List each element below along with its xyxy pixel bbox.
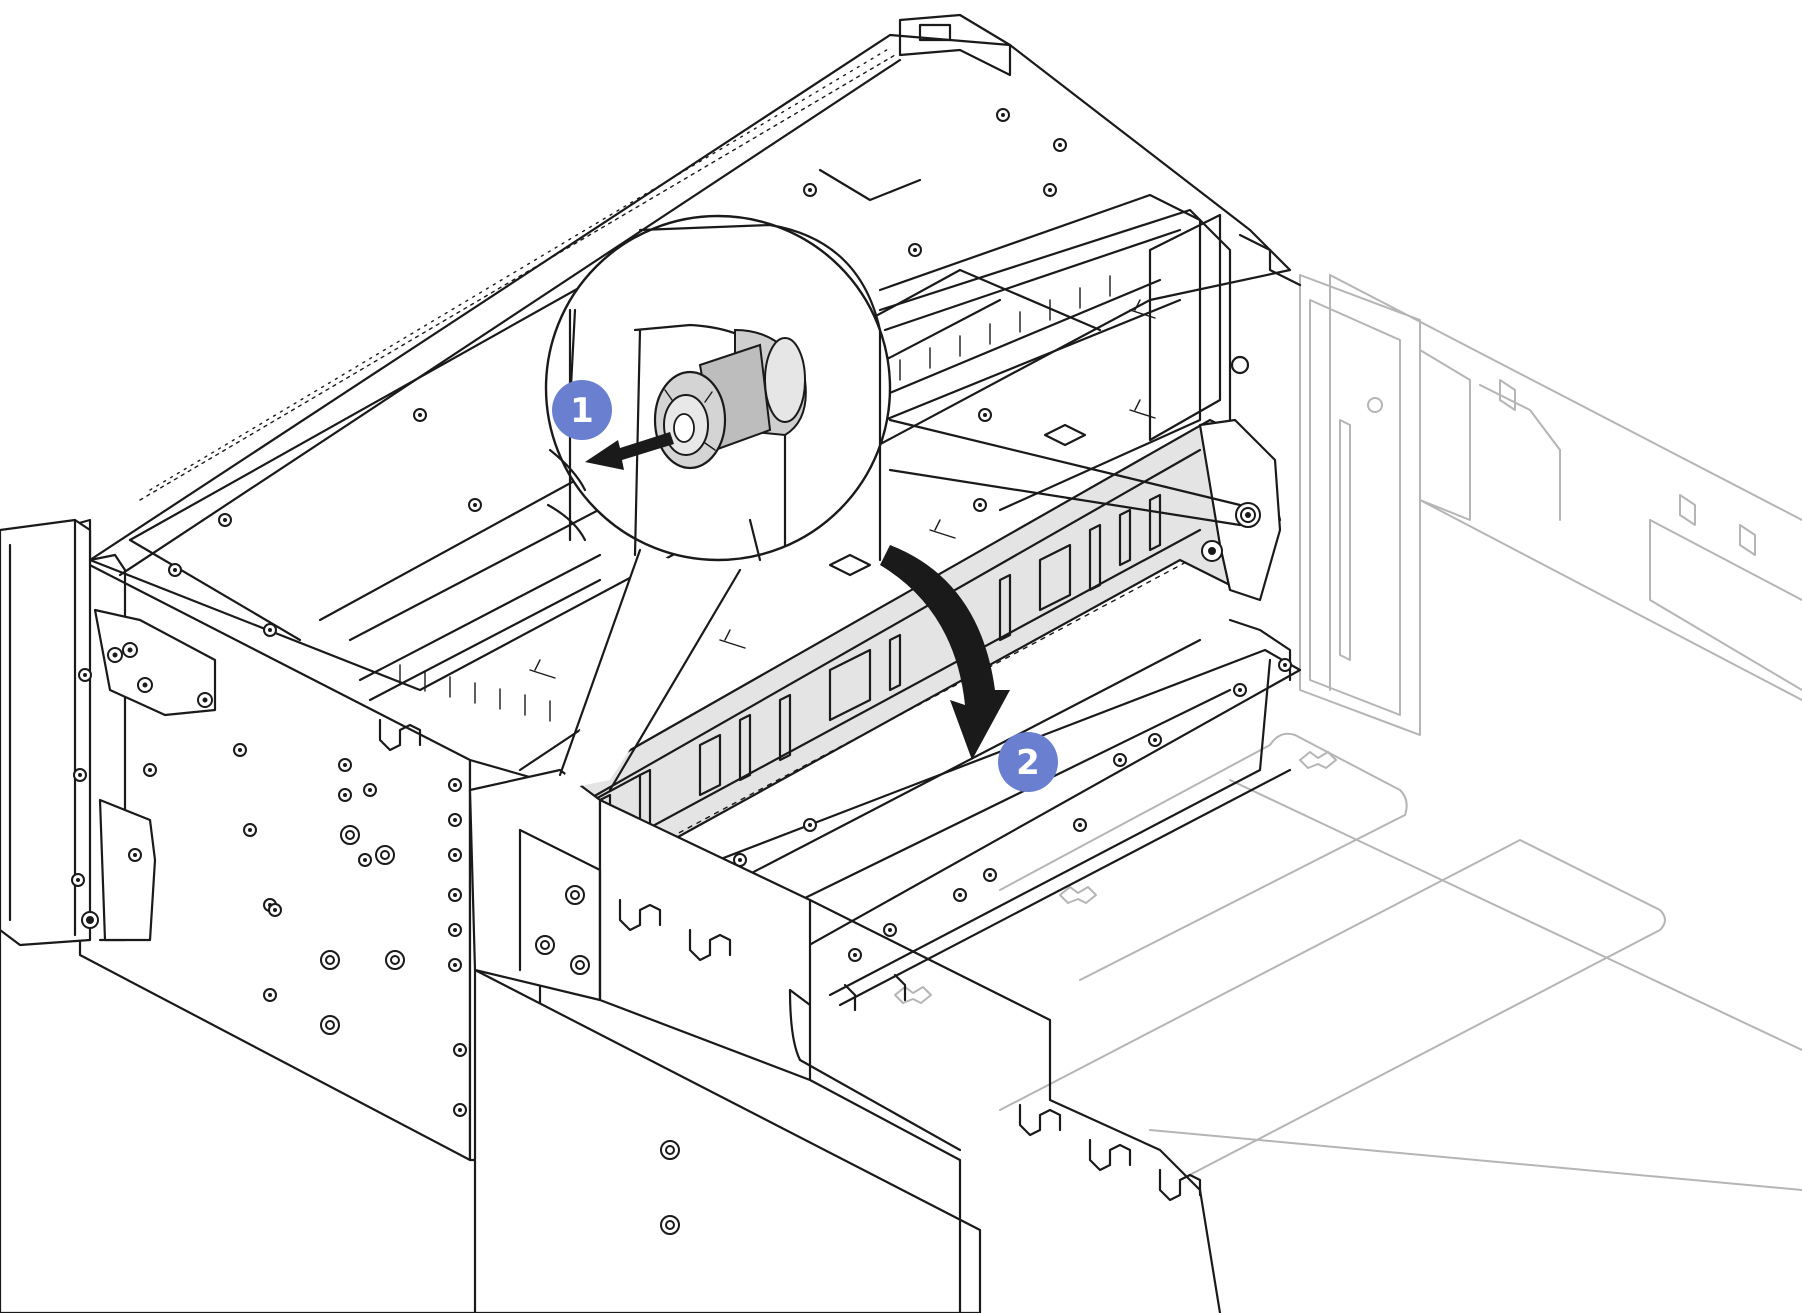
plunger-icon <box>1235 502 1261 528</box>
magnifier-callout <box>544 214 1242 792</box>
faded-chassis-extension <box>894 274 1802 1191</box>
drive-cage-rows <box>358 208 1302 722</box>
step-1-callout: 1 <box>552 380 612 440</box>
top-cover-screws <box>168 108 1067 637</box>
faded-latch-icon <box>894 751 1337 1004</box>
drive-backplane <box>518 418 1282 882</box>
pull-arrow-icon <box>585 432 674 470</box>
front-wall-screws <box>71 642 680 1235</box>
step-1-label: 1 <box>570 391 594 431</box>
base-tray <box>638 618 1302 1012</box>
step-2-callout: 2 <box>998 732 1058 792</box>
rotate-arrow-icon <box>880 545 1010 760</box>
step-2-label: 2 <box>1016 743 1040 783</box>
chassis-front-wall <box>0 518 1222 1313</box>
